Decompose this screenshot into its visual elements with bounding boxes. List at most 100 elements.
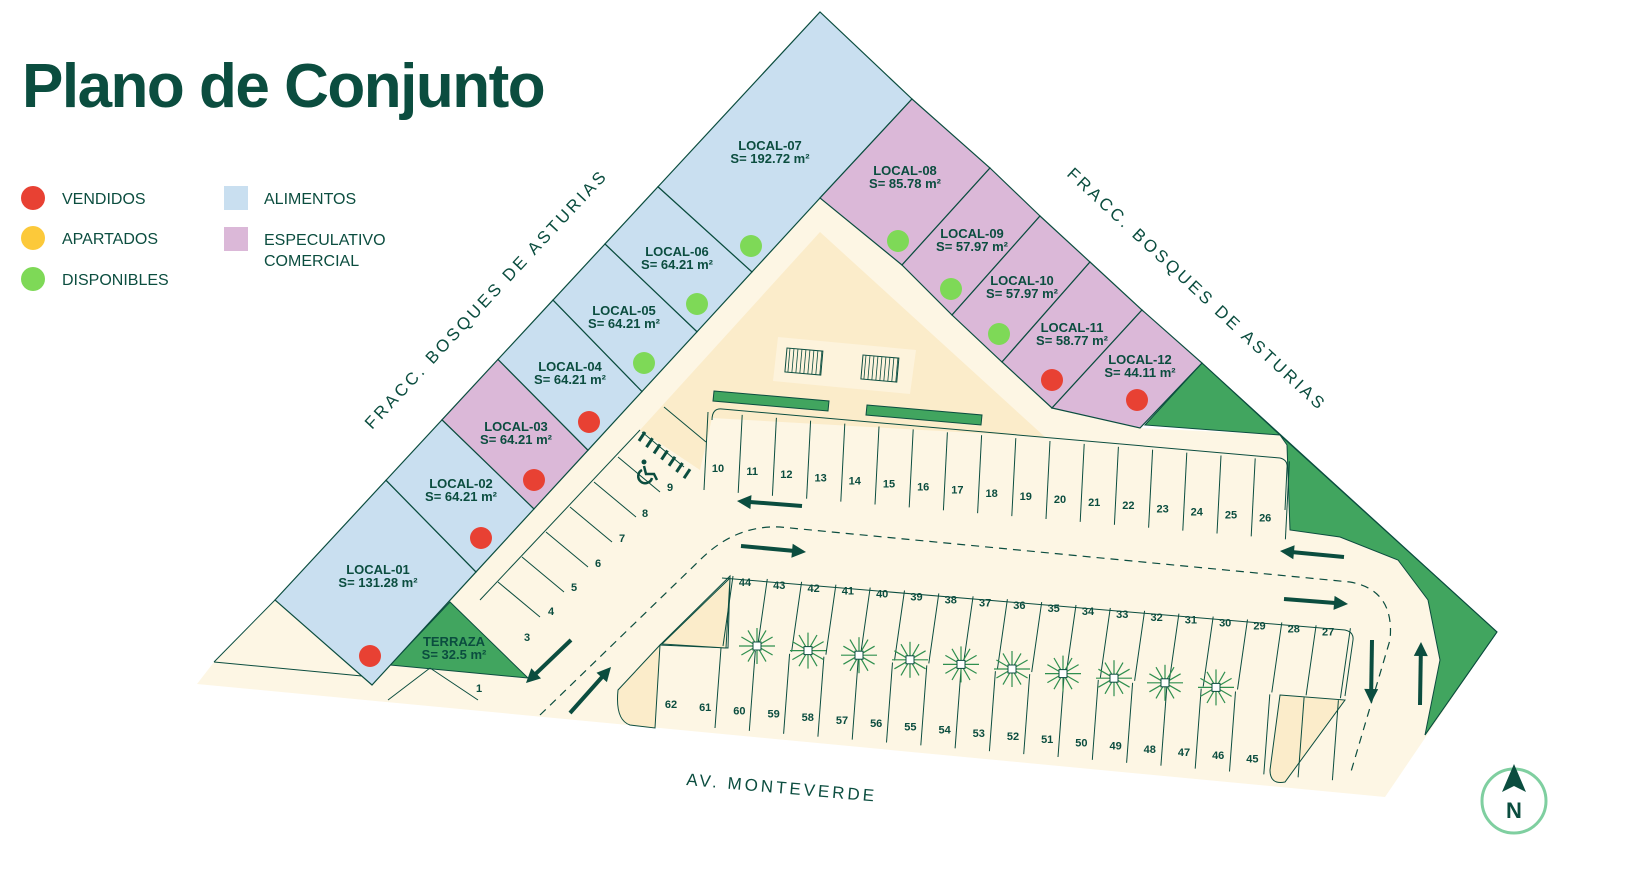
stall-number: 12 <box>780 469 792 481</box>
bench-slat <box>867 355 871 380</box>
bench-icon <box>784 347 824 376</box>
lot-9[interactable]: LOCAL-09S= 57.97 m² <box>901 167 1041 316</box>
lot-name: LOCAL-11 <box>1041 320 1104 335</box>
tree-grate <box>1211 682 1221 692</box>
stall-number: 15 <box>883 479 895 491</box>
stall-line <box>928 593 940 664</box>
compass-label: N <box>1506 798 1522 823</box>
stall-line <box>1091 679 1099 760</box>
stall-line <box>737 414 743 493</box>
stall-line <box>977 435 983 514</box>
stall-number: 22 <box>1122 500 1134 512</box>
tree-grate <box>905 655 915 665</box>
direction-arrow-icon <box>740 543 806 558</box>
stall-number: 50 <box>1075 737 1087 749</box>
bench-slat <box>803 349 807 374</box>
stall-number: 55 <box>904 721 916 733</box>
island-planter-bottom <box>617 643 661 729</box>
lot-name: LOCAL-08 <box>873 163 937 178</box>
lot-6[interactable]: LOCAL-06S= 64.21 m² <box>604 185 753 333</box>
stall-line <box>593 481 637 518</box>
stall-number: 47 <box>1178 747 1190 759</box>
lot-4[interactable]: LOCAL-04S= 64.21 m² <box>497 299 643 452</box>
tree-icon <box>892 641 928 678</box>
stall-number: 37 <box>979 597 991 609</box>
terraza-name: TERRAZA <box>423 634 486 649</box>
arrow-shaft <box>748 499 803 508</box>
lot-shape <box>1050 309 1203 429</box>
stall-line <box>1339 628 1351 699</box>
lot-12[interactable]: LOCAL-12S= 44.11 m² <box>1050 309 1203 429</box>
tree-icon <box>943 646 979 683</box>
page-title: Plano de Conjunto <box>22 52 544 121</box>
bench-slat <box>787 348 791 373</box>
bench-slat <box>815 350 819 375</box>
lot-status-dot <box>1126 389 1148 411</box>
lot-11[interactable]: LOCAL-11S= 58.77 m² <box>1001 261 1143 409</box>
lot-area: S= 64.21 m² <box>480 432 553 447</box>
stall-number: 62 <box>665 699 677 711</box>
lot-2[interactable]: LOCAL-02S= 64.21 m² <box>385 418 535 573</box>
stall-line <box>806 420 812 499</box>
lot-name: LOCAL-05 <box>592 303 656 318</box>
lot-10[interactable]: LOCAL-10S= 57.97 m² <box>951 215 1091 363</box>
tree-grate <box>1058 669 1068 679</box>
lot-5[interactable]: LOCAL-05S= 64.21 m² <box>552 243 698 393</box>
legend-food-swatch <box>224 186 248 210</box>
bench-slat <box>811 350 815 375</box>
stall-line <box>817 656 825 737</box>
stall-line <box>1216 455 1222 534</box>
arrow-head <box>1280 545 1295 560</box>
lot-status-dot <box>470 527 492 549</box>
stall-number: 59 <box>767 709 779 721</box>
arrow-head <box>596 667 611 683</box>
lot-status-dot <box>940 278 962 300</box>
stall-number: 44 <box>739 577 752 589</box>
stall-line <box>1263 694 1271 775</box>
road-label-bottom: AV. MONTEVERDE <box>686 770 878 806</box>
lot-name: LOCAL-04 <box>538 359 602 374</box>
tree-grate <box>752 641 762 651</box>
bench-slat <box>875 356 879 381</box>
lot-3[interactable]: LOCAL-03S= 64.21 m² <box>441 358 589 510</box>
direction-arrow-icon <box>1364 639 1379 703</box>
stall-number: 9 <box>667 482 673 494</box>
stall-line <box>859 587 871 658</box>
legend-reserved-dot <box>21 226 45 250</box>
lot-area: S= 44.11 m² <box>1104 365 1176 380</box>
stall-number: 34 <box>1082 606 1095 618</box>
legend-spec-label-1: ESPECULATIVO <box>264 232 386 249</box>
stall-line <box>1202 616 1214 687</box>
lot-status-dot <box>578 411 600 433</box>
lot-area: S= 64.21 m² <box>588 316 661 331</box>
lot-name: LOCAL-07 <box>738 138 802 153</box>
legend-available-dot <box>21 267 45 291</box>
lot-name: LOCAL-09 <box>940 226 1004 241</box>
arrow-shaft <box>1418 653 1423 706</box>
stall-number: 51 <box>1041 734 1053 746</box>
bench-slat <box>819 351 823 375</box>
legend-sold-dot <box>21 186 45 210</box>
stall-number: 3 <box>524 632 530 644</box>
lot-status-dot <box>988 323 1010 345</box>
stall-number: 36 <box>1013 600 1025 612</box>
stall-line <box>1284 461 1290 540</box>
tree-icon <box>1096 660 1132 697</box>
bench-icon <box>860 354 900 383</box>
stall-line <box>1023 674 1031 755</box>
stall-line <box>886 662 893 743</box>
stall-number: 19 <box>1020 491 1032 503</box>
stall-number: 20 <box>1054 494 1066 506</box>
lot-name: LOCAL-10 <box>990 273 1054 288</box>
bench-slat <box>895 358 899 382</box>
stall-line <box>1045 440 1051 520</box>
stall-line <box>545 531 589 568</box>
tree-icon <box>739 628 775 664</box>
direction-arrow-icon <box>526 638 573 683</box>
benches <box>784 347 900 383</box>
stall-line <box>894 590 905 661</box>
accessible-body <box>637 465 659 485</box>
legend-reserved-label: APARTADOS <box>62 231 158 248</box>
stall-number: 54 <box>938 725 951 737</box>
